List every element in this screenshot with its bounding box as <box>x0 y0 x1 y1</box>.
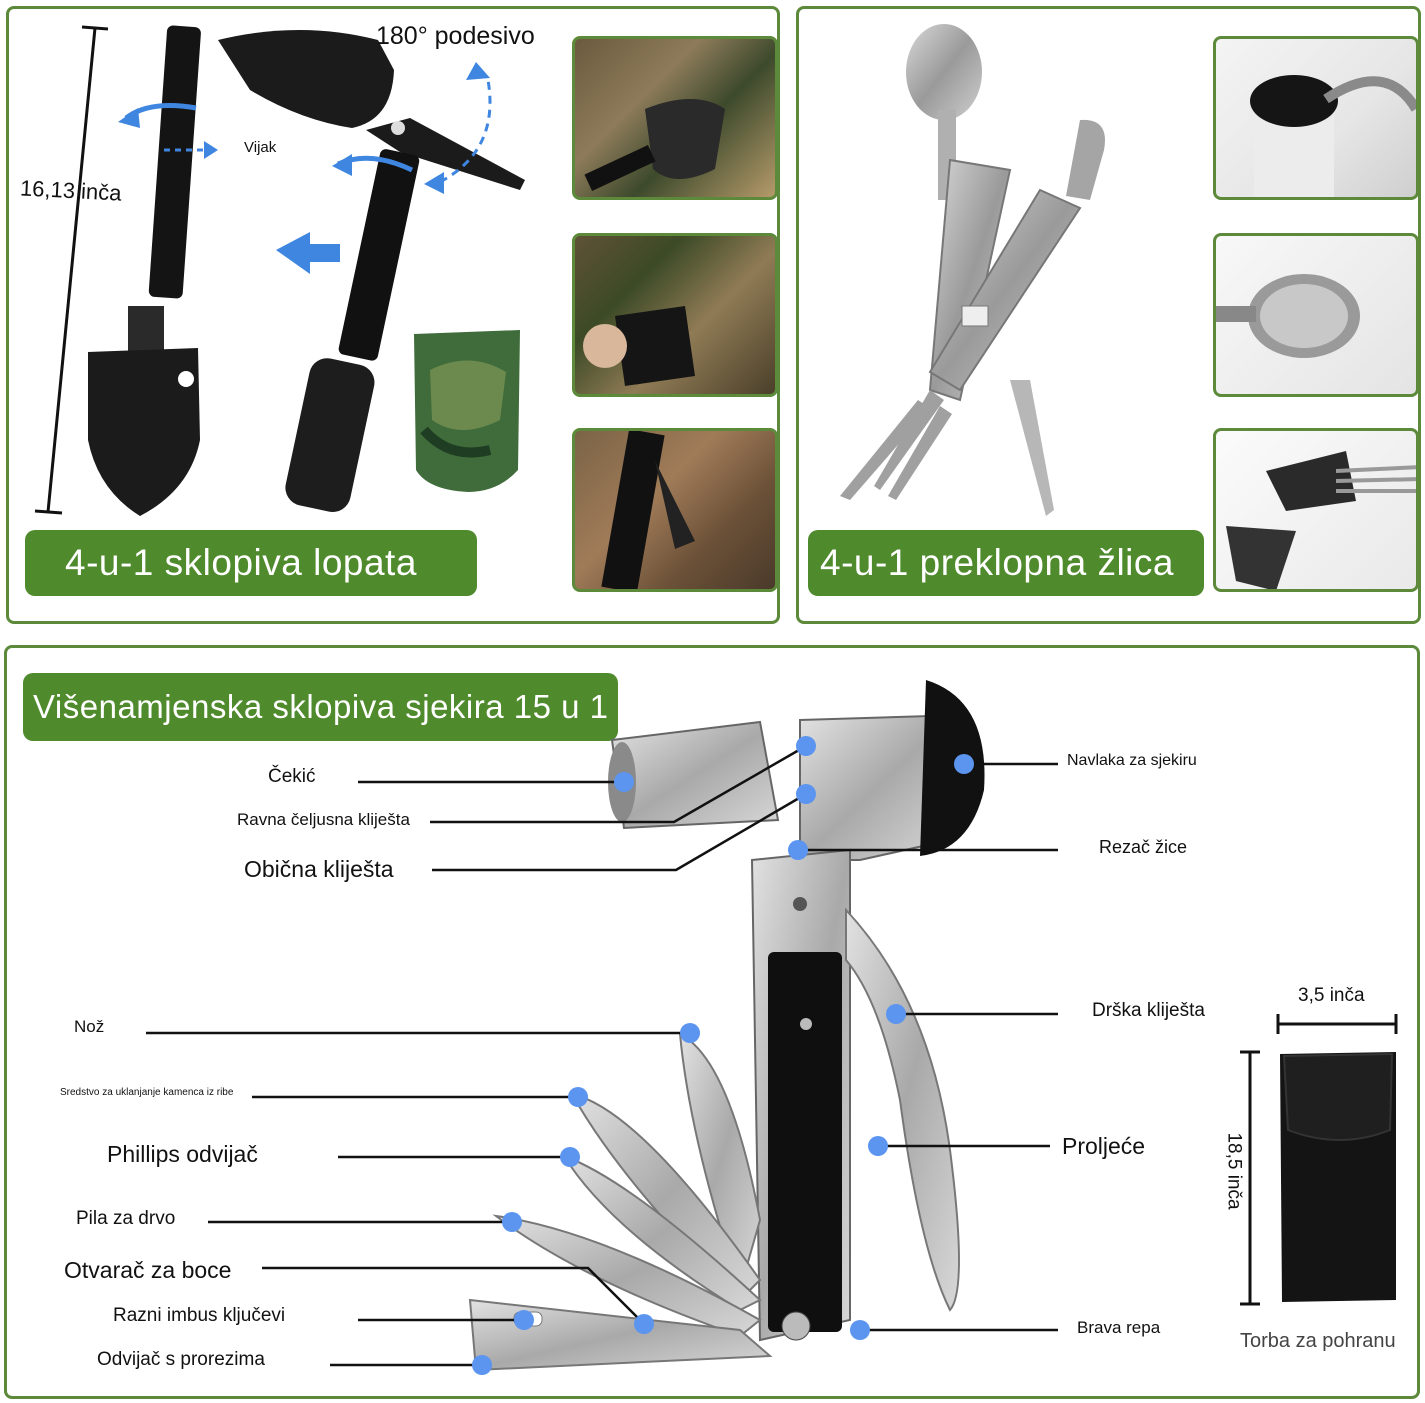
label-hammer: Čekić <box>268 766 316 787</box>
label-bottle-opener: Otvarač za boce <box>64 1257 232 1283</box>
pouch-height-label: 18,5 inča <box>1223 1132 1245 1210</box>
shovel-photo-digging-1 <box>572 36 778 200</box>
label-spring: Proljeće <box>1062 1133 1146 1159</box>
label-wood-saw: Pila za drvo <box>76 1208 176 1229</box>
label-slotted-screwdriver: Odvijač s prorezima <box>97 1349 265 1370</box>
adjustable-angle-label: 180° podesivo <box>376 22 535 50</box>
label-knife: Nož <box>74 1017 105 1036</box>
spoon-photo-fork <box>1213 428 1419 592</box>
shovel-banner: 4-u-1 sklopiva lopata <box>25 530 477 596</box>
label-hex-wrenches: Razni imbus ključevi <box>113 1305 286 1326</box>
label-phillips-screwdriver: Phillips odvijač <box>107 1141 258 1167</box>
label-tail-lock: Brava repa <box>1077 1318 1161 1337</box>
label-fish-scaler: Sredstvo za uklanjanje kamenca iz ribe <box>60 1087 234 1098</box>
label-wire-cutter: Rezač žice <box>1099 837 1188 857</box>
shovel-photo-digging-3 <box>572 428 778 592</box>
screw-label: Vijak <box>244 139 277 156</box>
label-pliers: Obična kliješta <box>244 856 394 882</box>
spoon-photo-bottle-opener <box>1213 36 1419 200</box>
pouch-caption: Torba za pohranu <box>1240 1330 1396 1352</box>
axe-banner: Višenamjenska sklopiva sjekira 15 u 1 <box>23 673 618 741</box>
spoon-photo-liquid <box>1213 233 1419 397</box>
spoon-banner: 4-u-1 preklopna žlica <box>808 530 1204 596</box>
label-flat-jaw-pliers: Ravna čeljusna kliješta <box>237 810 410 829</box>
label-axe-cover: Navlaka za sjekiru <box>1067 752 1197 769</box>
pouch-width-label: 3,5 inča <box>1298 985 1365 1006</box>
shovel-photo-digging-2 <box>572 233 778 397</box>
label-plier-handle: Drška kliješta <box>1092 1000 1205 1021</box>
